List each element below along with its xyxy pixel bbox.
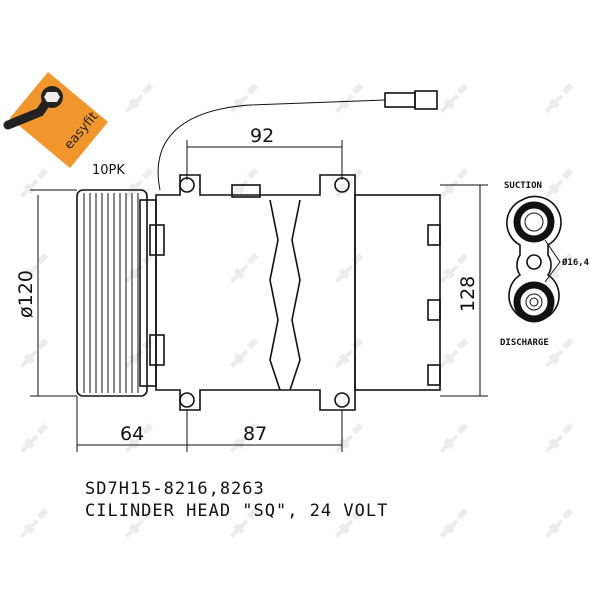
watermark-mark (20, 508, 49, 538)
watermark-mark (335, 508, 364, 538)
dim-top-width: 92 (250, 125, 274, 147)
cylinder-head (354, 194, 441, 391)
watermark-mark (545, 253, 574, 283)
watermark-mark (20, 253, 49, 283)
watermark-mark (125, 253, 154, 283)
watermark-mark (230, 253, 259, 283)
watermark-mark (20, 423, 49, 453)
port-diameter-label: Ø16,4 (561, 257, 590, 268)
watermark-mark (335, 338, 364, 368)
watermark-mark (335, 423, 364, 453)
watermark-mark (20, 338, 49, 368)
belt-label: 10PK (92, 163, 125, 178)
pulley (76, 189, 157, 397)
watermark-mark (230, 338, 259, 368)
watermark-mark (440, 83, 469, 113)
watermark-mark (440, 253, 469, 283)
dimension-lines (30, 140, 488, 452)
wire (157, 99, 386, 191)
dim-height: 128 (457, 276, 479, 312)
dim-pulley-diameter: ø120 (15, 270, 37, 318)
watermark-mark (20, 168, 49, 198)
watermark-mark (440, 338, 469, 368)
dim-pulley-offset: 64 (120, 423, 144, 445)
watermark-mark (545, 423, 574, 453)
watermark-mark (230, 83, 259, 113)
connector (384, 92, 416, 108)
caption-model: SD7H15-8216,8263 (85, 479, 265, 499)
watermark-mark (125, 508, 154, 538)
watermark-mark (335, 253, 364, 283)
watermark-mark (545, 338, 574, 368)
watermark-mark (440, 168, 469, 198)
port-view: SUCTION Ø16,4 DISCHARGE (500, 181, 590, 348)
watermark-mark (125, 168, 154, 198)
watermark-mark (335, 83, 364, 113)
watermark-mark (125, 83, 154, 113)
watermark-mark (440, 508, 469, 538)
discharge-label: DISCHARGE (500, 338, 549, 348)
watermark-mark (440, 423, 469, 453)
caption-description: CILINDER HEAD "SQ", 24 VOLT (85, 501, 388, 521)
suction-label: SUCTION (504, 181, 542, 191)
watermark-mark (230, 508, 259, 538)
watermark-mark (545, 83, 574, 113)
watermark-mark (545, 168, 574, 198)
watermark-mark (230, 168, 259, 198)
compressor-body (149, 174, 356, 411)
dim-body-length: 87 (243, 423, 267, 445)
watermark-mark (545, 508, 574, 538)
easyfit-logo: easyfit (3, 72, 108, 168)
